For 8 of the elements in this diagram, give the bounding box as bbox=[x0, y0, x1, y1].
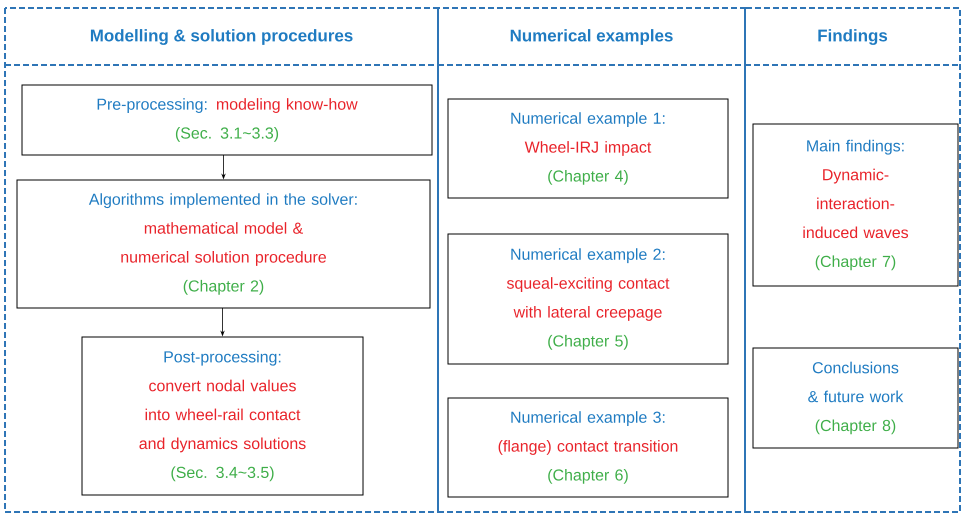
text-box: Post-processing: convert nodal values into wheel-rail contact and dynamics solutions (Sec. 3.4~3.5) bbox=[82, 336, 364, 496]
text-box: Pre-processing: modeling know-how (Sec. 3.1~3.3) bbox=[22, 84, 432, 156]
text-box: Algorithms implemented in the solver: mathematical model & numerical solution procedure (Chapter 2) bbox=[16, 179, 430, 308]
text-box: Conclusions & future work (Chapter 8) bbox=[752, 347, 958, 448]
text-box: Numerical example 1: Wheel-IRJ impact (Chapter 4) bbox=[448, 98, 728, 198]
text-box: Numerical example 3: (flange) contact transition (Chapter 6) bbox=[448, 397, 728, 498]
text-box: Numerical example 2: squeal-exciting contact with lateral creepage (Chapter 5) bbox=[448, 233, 728, 364]
text-box: Main findings: Dynamic-interaction-induced waves (Chapter 7) bbox=[752, 123, 958, 286]
